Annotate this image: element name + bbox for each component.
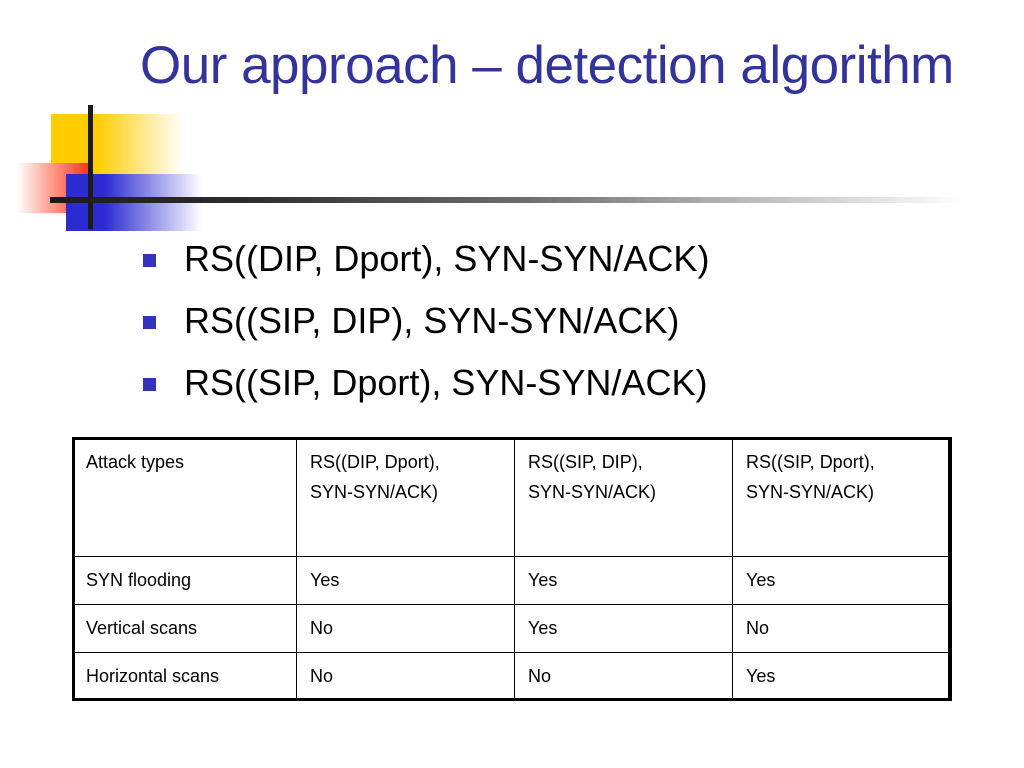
table-cell: No (732, 604, 952, 653)
table-row: SYN flooding Yes Yes Yes (72, 556, 952, 605)
row-label: Vertical scans (72, 604, 297, 653)
table-row: Vertical scans No Yes No (72, 604, 952, 653)
list-item: RS((SIP, Dport), SYN-SYN/ACK) (143, 361, 973, 423)
yellow-block-icon (51, 114, 183, 178)
list-item: RS((DIP, Dport), SYN-SYN/ACK) (143, 237, 973, 299)
table-cell: Yes (514, 604, 733, 653)
table-row: Horizontal scans No No Yes (72, 652, 952, 701)
row-label: Horizontal scans (72, 652, 297, 701)
column-header-attack-types: Attack types (72, 437, 297, 557)
table-cell: No (296, 604, 515, 653)
table-cell: No (514, 652, 733, 701)
table-cell: No (296, 652, 515, 701)
square-bullet-icon (143, 378, 156, 391)
column-header-sip-dip: RS((SIP, DIP), SYN-SYN/ACK) (514, 437, 733, 557)
row-label: SYN flooding (72, 556, 297, 605)
bullet-text: RS((SIP, DIP), SYN-SYN/ACK) (184, 300, 680, 341)
column-header-dip-dport: RS((DIP, Dport), SYN-SYN/ACK) (296, 437, 515, 557)
bullet-text: RS((SIP, Dport), SYN-SYN/ACK) (184, 362, 708, 403)
table-cell: Yes (514, 556, 733, 605)
red-block-icon (17, 163, 92, 213)
table-cell: Yes (732, 556, 952, 605)
attack-detection-table: Attack types RS((DIP, Dport), SYN-SYN/AC… (72, 437, 952, 701)
table-cell: Yes (732, 652, 952, 701)
bullet-list: RS((DIP, Dport), SYN-SYN/ACK) RS((SIP, D… (143, 237, 973, 423)
column-header-sip-dport: RS((SIP, Dport), SYN-SYN/ACK) (732, 437, 952, 557)
bullet-text: RS((DIP, Dport), SYN-SYN/ACK) (184, 238, 710, 279)
table-header-row: Attack types RS((DIP, Dport), SYN-SYN/AC… (72, 437, 952, 557)
title-divider-rule (50, 197, 965, 203)
vertical-rule-icon (88, 105, 93, 229)
table-cell: Yes (296, 556, 515, 605)
square-bullet-icon (143, 254, 156, 267)
list-item: RS((SIP, DIP), SYN-SYN/ACK) (143, 299, 973, 361)
square-bullet-icon (143, 316, 156, 329)
slide-title: Our approach – detection algorithm (140, 36, 954, 95)
